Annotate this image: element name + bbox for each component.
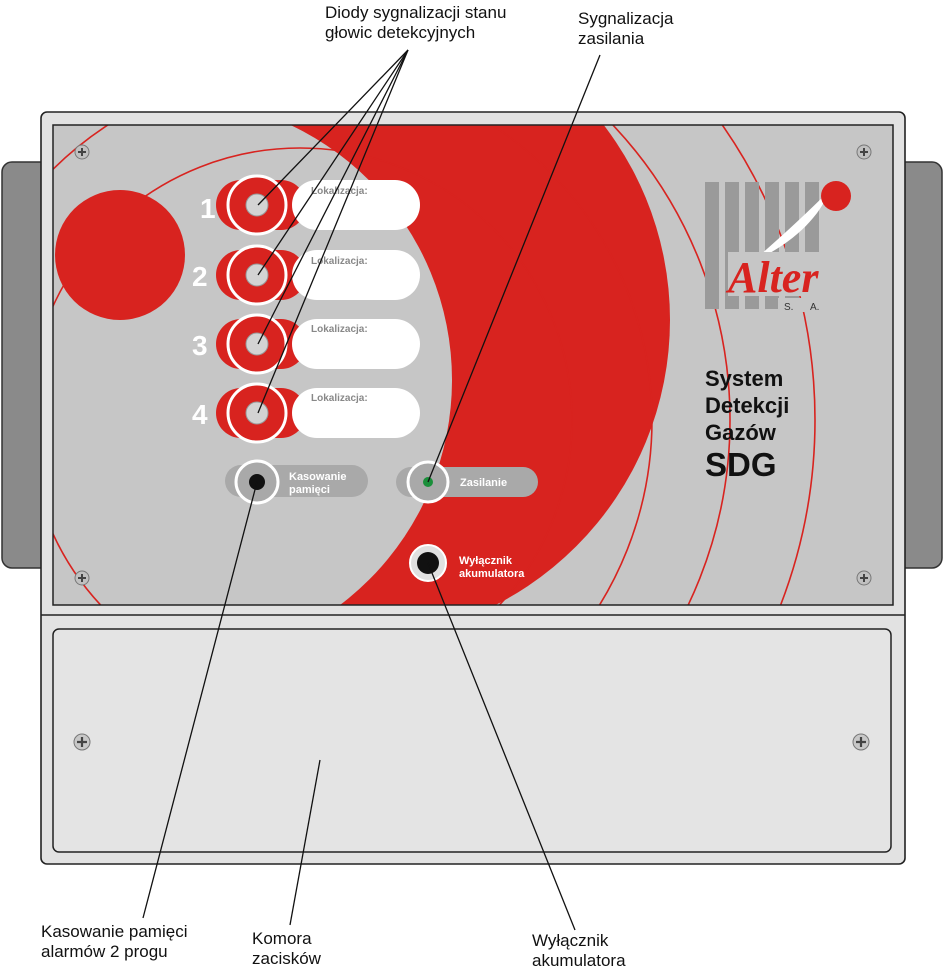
channel-row-2: 2 Lokalizacja: xyxy=(192,244,420,306)
red-arc-thin-2 xyxy=(53,125,653,605)
reset-button-label: pamięci xyxy=(289,484,330,496)
screw-icon xyxy=(74,570,90,586)
diode-leader-line xyxy=(257,49,409,414)
channel-row-3: 3 Lokalizacja: xyxy=(192,313,420,375)
product-title: System Detekcji Gazów SDG xyxy=(705,366,789,483)
power-leader-line xyxy=(427,54,601,483)
terminal-compartment-cover xyxy=(52,628,892,853)
location-label: Lokalizacja: xyxy=(311,393,368,404)
screw-icon xyxy=(856,570,872,586)
location-field[interactable] xyxy=(292,388,420,438)
location-field[interactable] xyxy=(292,250,420,300)
battery-callout: Wyłącznik akumulatora xyxy=(532,931,626,971)
battery-switch-label: akumulatora xyxy=(459,568,525,580)
location-label: Lokalizacja: xyxy=(311,256,368,267)
location-label: Lokalizacja: xyxy=(311,186,368,197)
title-line: System xyxy=(705,366,783,391)
callout-line: Wyłącznik xyxy=(532,931,609,950)
callout-line: zasilania xyxy=(578,29,645,48)
callout-line: Sygnalizacja xyxy=(578,9,674,28)
power-label: Zasilanie xyxy=(460,477,507,489)
detector-led xyxy=(245,263,269,287)
terminal-callout: Komora zacisków xyxy=(252,929,321,969)
detector-led xyxy=(245,401,269,425)
callout-line: akumulatora xyxy=(532,951,626,970)
reset-button-label: Kasowanie xyxy=(289,471,346,483)
power-callout: Sygnalizacja zasilania xyxy=(578,9,673,49)
reset-memory-control: Kasowanie pamięci xyxy=(225,459,368,505)
reset-callout: Kasowanie pamięci alarmów 2 progu xyxy=(41,922,187,962)
screw-icon xyxy=(74,144,90,160)
red-arc-thin-4 xyxy=(721,125,816,605)
callout-line: Komora xyxy=(252,929,312,948)
screw-icon xyxy=(73,733,91,751)
callout-line: alarmów 2 progu xyxy=(41,942,168,961)
power-indicator-control: Zasilanie xyxy=(396,460,538,504)
callout-line: Diody sygnalizacji stanu xyxy=(325,3,507,22)
diodes-callout: Diody sygnalizacji stanu głowic detekcyj… xyxy=(325,3,506,43)
channel-number: 1 xyxy=(200,193,216,224)
terminal-leader-line xyxy=(289,759,321,926)
red-disc-decor xyxy=(55,190,185,320)
location-field[interactable] xyxy=(292,319,420,369)
battery-switch-label: Wyłącznik xyxy=(459,555,513,567)
channel-number: 3 xyxy=(192,330,208,361)
leader-lines xyxy=(142,49,601,931)
callout-line: Kasowanie pamięci xyxy=(41,922,188,941)
logo-red-dot xyxy=(821,181,851,211)
alter-logo: Alter S. A. xyxy=(705,181,853,313)
red-arc-thin-1 xyxy=(53,147,573,605)
title-line: Gazów xyxy=(705,420,777,445)
location-field[interactable] xyxy=(292,180,420,230)
title-line: SDG xyxy=(705,446,777,483)
channel-number: 4 xyxy=(192,399,208,430)
logo-suffix-s: S. xyxy=(784,302,793,313)
channel-number: 2 xyxy=(192,261,208,292)
diode-leader-line xyxy=(257,49,409,206)
channel-row-4: 4 Lokalizacja: xyxy=(192,382,420,444)
diode-leader-line xyxy=(257,49,409,345)
channel-row-1: 1 Lokalizacja: xyxy=(200,174,420,236)
red-arc-thin-3 xyxy=(611,125,731,605)
callout-line: głowic detekcyjnych xyxy=(325,23,476,42)
reset-leader-line xyxy=(142,481,258,919)
title-line: Detekcji xyxy=(705,393,789,418)
screw-icon xyxy=(852,733,870,751)
callout-line: zacisków xyxy=(252,949,321,968)
diode-leader-line xyxy=(257,49,409,276)
screw-icon xyxy=(856,144,872,160)
location-label: Lokalizacja: xyxy=(311,324,368,335)
battery-leader-line xyxy=(427,562,576,931)
detector-led xyxy=(245,332,269,356)
logo-brand-text: Alter xyxy=(725,253,819,302)
logo-suffix-a: A. xyxy=(810,302,819,313)
